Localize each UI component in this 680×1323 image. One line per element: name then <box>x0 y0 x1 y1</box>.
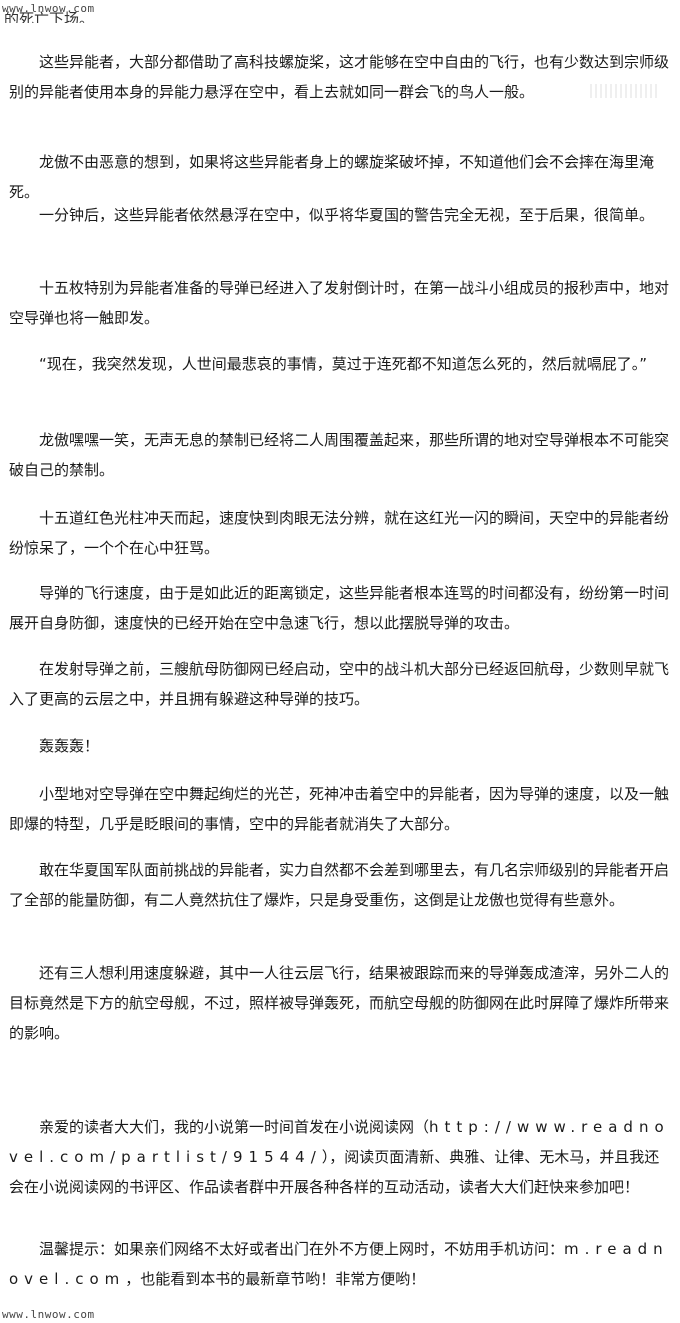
paragraph: 轰轰轰！ <box>9 731 673 761</box>
paragraph-text: 十五枚特别为异能者准备的导弹已经进入了发射倒计时，在第一战斗小组成员的报秒声中，… <box>9 279 670 327</box>
promo-text-before: 亲爱的读者大大们，我的小说第一时间首发在小说阅读网（ <box>39 1118 430 1136</box>
paragraph: 还有三人想利用速度躲避，其中一人往云层飞行，结果被跟踪而来的导弹轰成渣滓，另外二… <box>9 958 673 1048</box>
paragraph: 在发射导弹之前，三艘航母防御网已经启动，空中的战斗机大部分已经返回航母，少数则早… <box>9 654 673 714</box>
paragraph: 十五枚特别为异能者准备的导弹已经进入了发射倒计时，在第一战斗小组成员的报秒声中，… <box>9 273 673 333</box>
tip-paragraph: 温馨提示：如果亲们网络不太好或者出门在外不方便上网时，不妨用手机访问：m.rea… <box>9 1234 673 1294</box>
promo-text-after: ），阅读页面清新、典雅、让律、无木马，并且我还会在小说阅读网的书评区、作品读者群… <box>9 1148 660 1196</box>
promo-paragraph: 亲爱的读者大大们，我的小说第一时间首发在小说阅读网（http://www.rea… <box>9 1112 673 1202</box>
paragraph: 导弹的飞行速度，由于是如此近的距离锁定，这些异能者根本连骂的时间都没有，纷纷第一… <box>9 578 673 638</box>
tip-clip: 温馨提示：如果亲们网络不太好或者出门在外不方便上网时，不妨用手机访问：m.rea… <box>9 1234 673 1300</box>
paragraph: 这些异能者，大部分都借助了高科技螺旋桨，这才能够在空中自由的飞行，也有少数达到宗… <box>9 47 673 107</box>
paragraph-text: 敢在华夏国军队面前挑战的异能者，实力自然都不会差到哪里去，有几名宗师级别的异能者… <box>9 861 670 909</box>
paragraph-text: 十五道红色光柱冲天而起，速度快到肉眼无法分辨，就在这红光一闪的瞬间，天空中的异能… <box>9 509 670 557</box>
paragraph: 敢在华夏国军队面前挑战的异能者，实力自然都不会差到哪里去，有几名宗师级别的异能者… <box>9 855 673 915</box>
paragraph: 一分钟后，这些异能者依然悬浮在空中，似乎将华夏国的警告完全无视，至于后果，很简单… <box>9 200 673 230</box>
paragraph-text: “现在，我突然发现，人世间最悲哀的事情，莫过于连死都不知道怎么死的，然后就嗝屁了… <box>39 355 648 373</box>
paragraph-text: 导弹的飞行速度，由于是如此近的距离锁定，这些异能者根本连骂的时间都没有，纷纷第一… <box>9 584 670 632</box>
paragraph-text: 一分钟后，这些异能者依然悬浮在空中，似乎将华夏国的警告完全无视，至于后果，很简单… <box>39 206 655 224</box>
paragraph: 龙傲不由恶意的想到，如果将这些异能者身上的螺旋桨破坏掉，不知道他们会不会摔在海里… <box>9 147 673 207</box>
paragraph-text: 龙傲嘿嘿一笑，无声无息的禁制已经将二人周围覆盖起来，那些所谓的地对空导弹根本不可… <box>9 431 670 479</box>
paragraph-text: 这些异能者，大部分都借助了高科技螺旋桨，这才能够在空中自由的飞行，也有少数达到宗… <box>9 53 670 101</box>
paragraph-text: 小型地对空导弹在空中舞起绚烂的光芒，死神冲击着空中的异能者，因为导弹的速度，以及… <box>9 785 670 833</box>
paragraph-text: 轰轰轰！ <box>39 737 100 755</box>
paragraph: 龙傲嘿嘿一笑，无声无息的禁制已经将二人周围覆盖起来，那些所谓的地对空导弹根本不可… <box>9 425 673 485</box>
paragraph-text: 还有三人想利用速度躲避，其中一人往云层飞行，结果被跟踪而来的导弹轰成渣滓，另外二… <box>9 964 670 1042</box>
paragraph: 小型地对空导弹在空中舞起绚烂的光芒，死神冲击着空中的异能者，因为导弹的速度，以及… <box>9 779 673 839</box>
paragraph-text: 在发射导弹之前，三艘航母防御网已经启动，空中的战斗机大部分已经返回航母，少数则早… <box>9 660 670 708</box>
site-link[interactable]: http://www.readnovel.com/partlist/91544/ <box>9 1118 670 1166</box>
watermark-top: www.lnwow.com <box>2 2 95 15</box>
paragraph-text: 龙傲不由恶意的想到，如果将这些异能者身上的螺旋桨破坏掉，不知道他们会不会摔在海里… <box>9 153 655 201</box>
watermark-bottom: www.lnwow.com <box>2 1308 95 1321</box>
mobile-link[interactable]: m.readnovel.com <box>9 1240 669 1288</box>
tip-text-before: 温馨提示：如果亲们网络不太好或者出门在外不方便上网时，不妨用手机访问： <box>39 1240 565 1258</box>
paragraph: “现在，我突然发现，人世间最悲哀的事情，莫过于连死都不知道怎么死的，然后就嗝屁了… <box>9 349 673 379</box>
paragraph: 十五道红色光柱冲天而起，速度快到肉眼无法分辨，就在这红光一闪的瞬间，天空中的异能… <box>9 503 673 563</box>
truncated-previous-line: 的死亡下场。 <box>4 11 95 23</box>
scan-smudge <box>590 84 660 98</box>
tip-text-after: ，也能看到本书的最新章节哟！非常方便哟！ <box>125 1270 426 1288</box>
